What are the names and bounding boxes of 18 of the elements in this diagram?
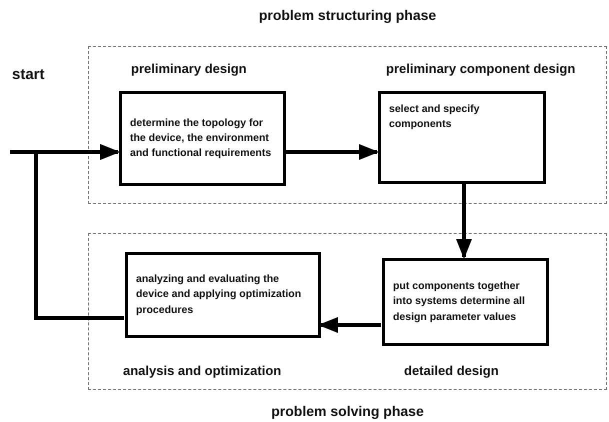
stage-heading: preliminary component design xyxy=(386,61,576,76)
arrow xyxy=(456,183,472,259)
phase-heading: problem solving phase xyxy=(270,403,425,419)
process-box xyxy=(378,91,546,184)
process-box xyxy=(125,252,321,338)
process-text: analyzing and evaluating the device and applying optimization procedures xyxy=(136,272,302,318)
process-box xyxy=(119,91,286,186)
process-text: select and specify components xyxy=(389,102,480,132)
phase-heading: problem structuring phase xyxy=(258,7,438,23)
arrow xyxy=(318,317,381,333)
process-text: determine the topology for the device, the environment and functional requirements xyxy=(130,116,272,162)
stage-heading: analysis and optimization xyxy=(123,363,282,378)
stage-heading: preliminary design xyxy=(131,61,247,76)
process-box xyxy=(382,258,549,346)
process-text: put components together into systems determine all design parameter values xyxy=(393,279,526,325)
arrow xyxy=(285,144,379,160)
stage-heading: detailed design xyxy=(404,363,499,378)
arrow xyxy=(34,144,124,320)
